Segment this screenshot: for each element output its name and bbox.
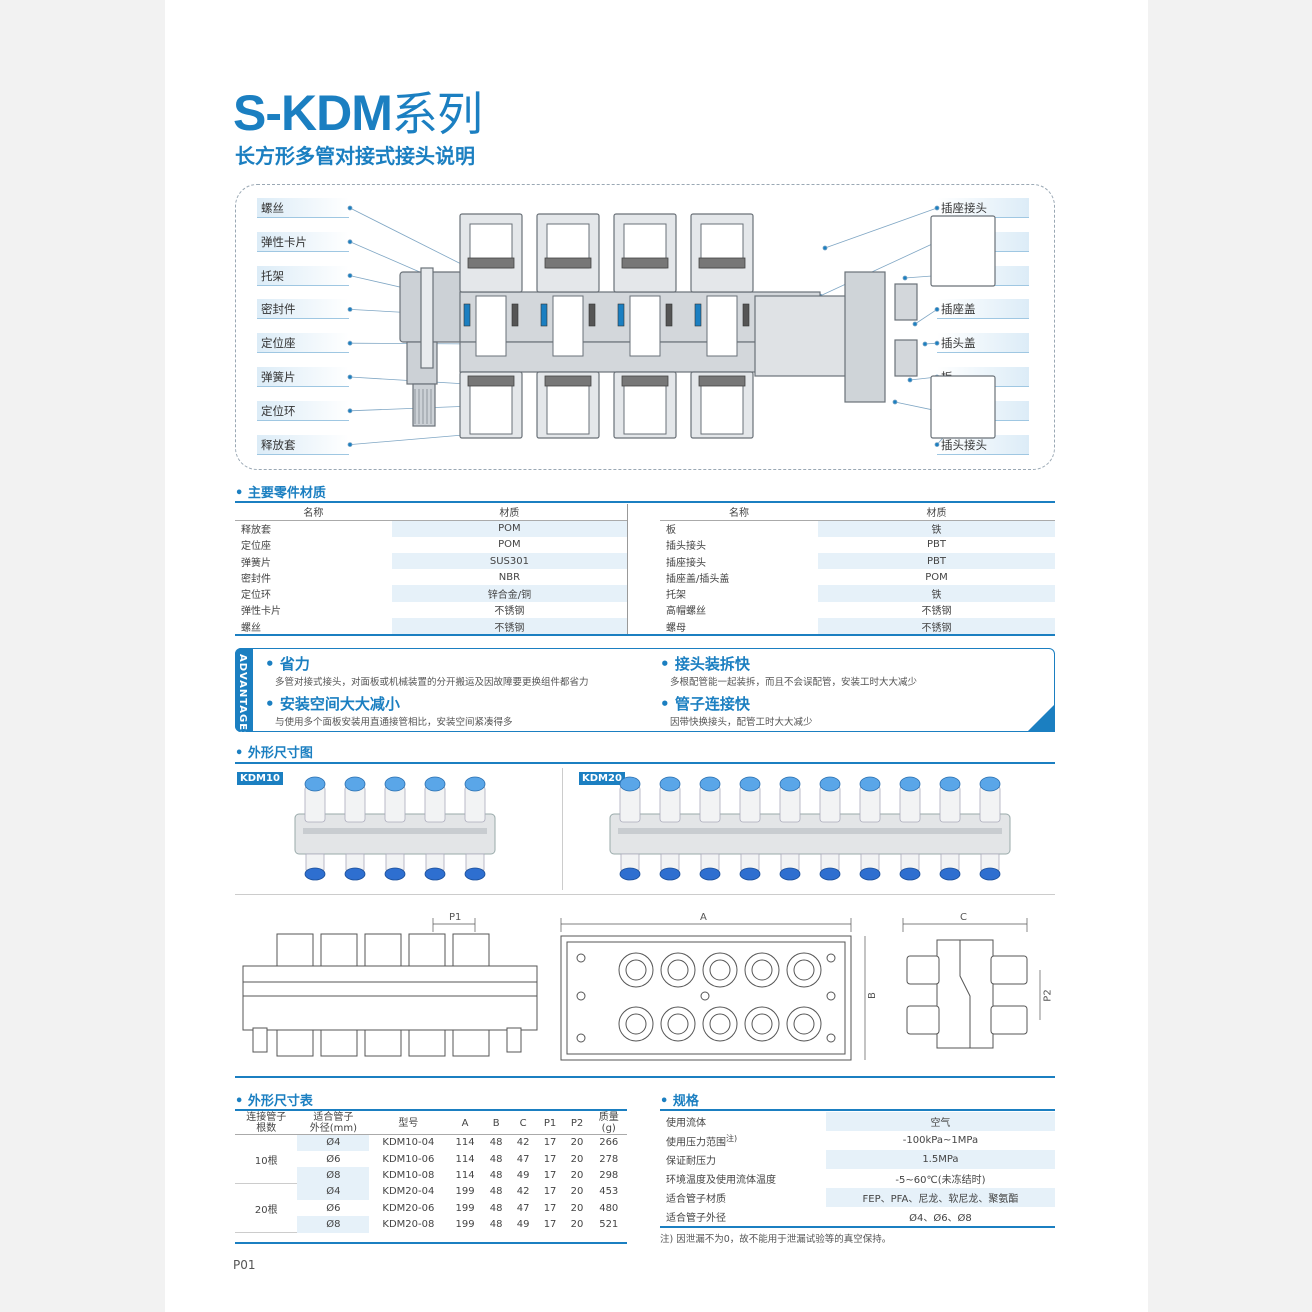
dim-p1-label: P1 (449, 912, 462, 923)
structure-diagram-frame (235, 184, 1055, 470)
section-divider (660, 1226, 1055, 1228)
dim-col-header: C (509, 1112, 537, 1135)
callout-label-left: 密封件 (257, 299, 349, 320)
material-row: 高帽螺丝不锈钢 (666, 606, 952, 618)
callout-label-left: 定位座 (257, 333, 349, 354)
callout-label-left: 弹簧片 (257, 367, 349, 387)
advantages-corner-decoration (1027, 704, 1055, 732)
dimension-drawings (242, 918, 1041, 1061)
section-divider (235, 762, 1055, 764)
material-row: 定位环锌合金/铜 (235, 585, 627, 602)
section-divider (235, 894, 1055, 895)
dim-p2-label: P2 (1042, 989, 1054, 1002)
col-material: 材质 (391, 504, 627, 521)
callout-label-left: 定位环 (257, 400, 349, 421)
material-row: 板铁 (660, 520, 1055, 537)
section-divider (235, 634, 1055, 636)
col-name: 名称 (235, 504, 392, 521)
advantage-item: • 安装空间大大减小 与使用多个面板安装用直通接管相比，安装空间紧凑得多 (265, 695, 513, 728)
section-divider (235, 1076, 1055, 1078)
dim-col-header: 连接管子根数 (235, 1112, 298, 1135)
material-row: 螺母不锈钢 (660, 618, 1055, 635)
product-photos (294, 776, 1011, 881)
spec-row: 使用压力范围注)-100kPa~1MPa (666, 1133, 979, 1149)
dim-col-header: A (447, 1112, 483, 1135)
callout-label-left: 弹性卡片 (257, 231, 349, 252)
spec-row: 环境温度及使用流体温度-5~60℃(未冻结时) (666, 1175, 986, 1186)
dim-col-header: P1 (536, 1112, 564, 1135)
photo-divider (562, 768, 563, 890)
advantage-item: • 接头装拆快 多根配管能一起装拆，而且不会误配管，安装工时大大减少 (660, 655, 918, 688)
callout-label-left: 托架 (257, 265, 349, 286)
callout-label-right: 插座盖 (937, 299, 1029, 320)
callout-label-left: 螺丝 (257, 198, 349, 218)
dim-col-header: B (482, 1112, 510, 1135)
section-divider (235, 501, 1055, 503)
callout-label-left: 释放套 (257, 434, 349, 455)
callout-label-right: 插头盖 (937, 333, 1029, 354)
callout-label-right: 插头接头 (937, 434, 1029, 455)
spec-row: 使用流体空气 (660, 1112, 1055, 1131)
dim-col-header: 型号 (369, 1112, 448, 1135)
dim-col-header: 适合管子外径(mm) (297, 1112, 370, 1135)
section-divider (660, 1109, 1055, 1111)
advantages-tab: ADVANTAGES (235, 648, 253, 739)
material-row: 螺丝不锈钢 (235, 618, 627, 635)
kdm20-tag: KDM20 (579, 772, 625, 785)
col-material: 材质 (818, 504, 1055, 521)
page-subtitle: 长方形多管对接式接头说明 (235, 144, 475, 168)
kdm10-tag: KDM10 (237, 772, 283, 785)
dim-table-title: • 外形尺寸表 (235, 1094, 313, 1109)
spec-title: • 规格 (660, 1094, 699, 1109)
section-divider (235, 1109, 627, 1111)
table-divider (627, 504, 628, 634)
dim-col-header: 质量(g) (590, 1112, 627, 1135)
dim-col-header: P2 (563, 1112, 591, 1135)
catalog-page: S-KDM系列 长方形多管对接式接头说明 螺丝弹性卡片托架密封件定位座弹簧片定位… (165, 0, 1148, 1312)
advantage-item: • 管子连接快 因带快换接头，配管工时大大减少 (660, 695, 813, 728)
advantage-item: • 省力 多管对接式接头，对面板或机械装置的分开搬运及因故障要更换组件都省力 (265, 655, 589, 688)
dim-b-label: B (866, 992, 878, 999)
dim-c-label: C (960, 912, 967, 923)
col-name: 名称 (660, 504, 818, 521)
section-divider (235, 1242, 627, 1244)
spec-note: 注) 因泄漏不为0，故不能用于泄漏试验等的真空保持。 (660, 1234, 892, 1245)
dim-a-label: A (700, 912, 707, 923)
page-number: P01 (233, 1258, 256, 1272)
outline-section-title: • 外形尺寸图 (235, 746, 313, 761)
page-title: S-KDM系列 (233, 85, 483, 141)
material-row: 弹性卡片不锈钢 (241, 606, 525, 618)
materials-section-title: • 主要零件材质 (235, 486, 326, 501)
structure-cross-section-drawing (347, 205, 996, 448)
material-row: 托架铁 (660, 585, 1055, 602)
